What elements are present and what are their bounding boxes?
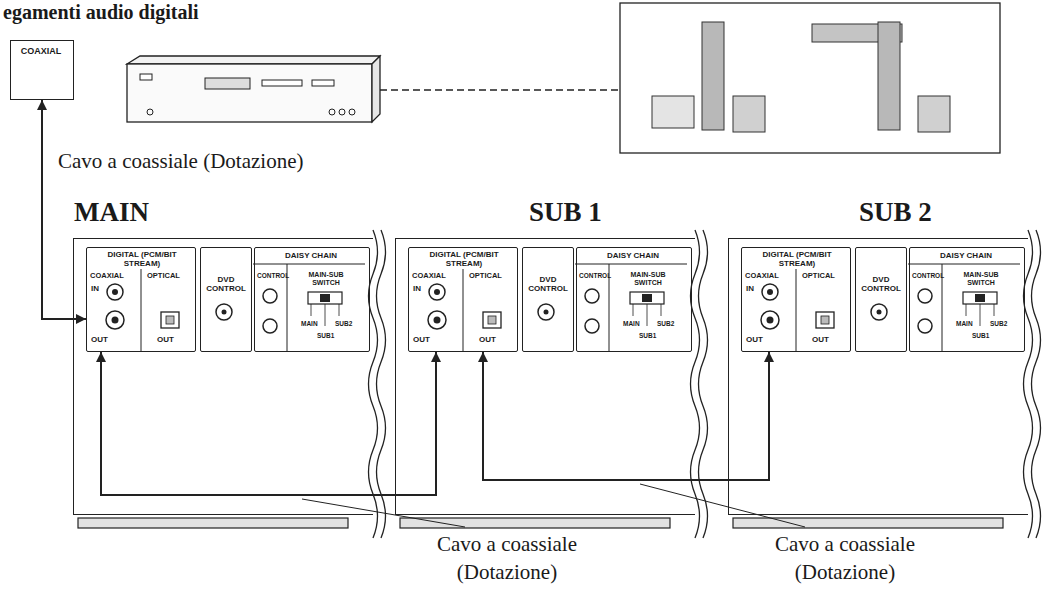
panel-label: COAXIAL [745,272,779,280]
panel-label: SUB2 [335,320,352,327]
unit-panel: SUB 2DIGITAL (PCM/BIT STREAM)COAXIALOPTI… [728,238,1028,515]
dvd-control-section: DVD CONTROL [200,247,252,352]
receiver-detail [140,74,152,80]
panel-label: MAIN-SUB SWITCH [623,271,673,287]
daisy-chain-section: DAISY CHAIN CONTROL MAIN-SUB SWITCH MAIN SUB… [254,247,370,352]
panel-label: DAISY CHAIN [577,252,689,261]
panel-label: COAXIAL [90,272,124,280]
receiver-front [127,64,372,122]
panel-label: MAIN-SUB SWITCH [301,271,351,287]
unit-heading: SUB 2 [859,197,932,227]
leader-line [640,484,805,527]
digital-section: DIGITAL (PCM/BIT STREAM) COAXIAL OPTICAL IN… [86,247,196,352]
panel-label: DAISY CHAIN [255,252,367,261]
cable-callout: Cavo a coassiale (Dotazione) [750,530,940,586]
panel-label: SUB2 [990,320,1007,327]
receiver-knob [147,109,153,115]
subwoofer [652,96,694,128]
unit-panel-detail [400,230,708,538]
dvd-control-section: DVD CONTROL [522,247,574,352]
panel-label: COAXIAL [11,46,71,56]
receiver-detail [312,80,334,86]
panel-label: CONTROL [579,272,611,279]
receiver-display [205,78,250,89]
panel-label: MAIN [623,320,640,327]
daisy-chain-section: DAISY CHAIN CONTROL MAIN-SUB SWITCH MAIN SUB… [576,247,692,352]
cable-callout: Cavo a coassiale (Dotazione) [58,147,303,175]
receiver-side [372,56,380,122]
diagram-title: egamenti audio digitali [3,1,199,23]
panel-label: MAIN [301,320,318,327]
panel-label: DVD CONTROL [203,276,249,294]
cable-callout: Cavo a coassiale (Dotazione) [412,530,602,586]
panel-label: DVD CONTROL [858,276,904,294]
panel-label: DAISY CHAIN [910,252,1022,261]
panel-label: OPTICAL [802,272,835,280]
coaxial-cable [483,352,769,480]
panel-label: SUB1 [639,332,656,339]
leader-line [302,499,465,527]
unit-panel-detail [78,230,386,538]
panel-label: OPTICAL [147,272,180,280]
coaxial-inset: COAXIAL [10,40,74,100]
digital-section: DIGITAL (PCM/BIT STREAM) COAXIAL OPTICAL IN… [408,247,518,352]
panel-label: CONTROL [257,272,289,279]
panel-label: DVD CONTROL [525,276,571,294]
receiver-knob [339,109,345,115]
speaker [918,96,950,132]
panel-label: OUT [91,336,108,345]
receiver-knob [349,109,355,115]
panel-label: COAXIAL [412,272,446,280]
panel-label: OUT [812,336,829,345]
unit-heading: MAIN [74,197,149,227]
panel-label: CONTROL [912,272,944,279]
panel-label: IN [91,285,99,294]
speaker [878,22,900,130]
panel-label: MAIN-SUB SWITCH [956,271,1006,287]
dvd-control-section: DVD CONTROL [855,247,907,352]
coaxial-cable [101,352,436,495]
receiver-detail [262,80,302,86]
unit-heading: SUB 1 [529,197,602,227]
daisy-chain-section: DAISY CHAIN CONTROL MAIN-SUB SWITCH MAIN SUB… [909,247,1025,352]
unit-panel-detail [733,230,1041,538]
speaker [702,22,724,130]
panel-label: DIGITAL (PCM/BIT STREAM) [105,251,179,269]
panel-label: OUT [746,336,763,345]
panel-label: SUB1 [317,332,334,339]
panel-label: OPTICAL [469,272,502,280]
panel-label: OUT [479,336,496,345]
panel-label: IN [746,285,754,294]
unit-panel: MAIN DIGITAL (PCM/BIT STREAM) COAXIAL OPTIC… [73,238,373,515]
dashed-link [380,89,620,91]
panel-label: OUT [413,336,430,345]
panel-label: OUT [157,336,174,345]
panel-label: SUB2 [657,320,674,327]
panel-label: MAIN [956,320,973,327]
speaker-frame [620,3,1000,153]
panel-label: DIGITAL (PCM/BIT STREAM) [760,251,834,269]
receiver-knob [329,109,335,115]
panel-label: SUB1 [972,332,989,339]
receiver-top [127,56,380,64]
unit-panel: SUB 1DIGITAL (PCM/BIT STREAM)COAXIALOPTI… [395,238,695,515]
speaker [733,96,765,132]
panel-label: DIGITAL (PCM/BIT STREAM) [427,251,501,269]
digital-section: DIGITAL (PCM/BIT STREAM) COAXIAL OPTICAL IN… [741,247,851,352]
panel-label: IN [413,285,421,294]
